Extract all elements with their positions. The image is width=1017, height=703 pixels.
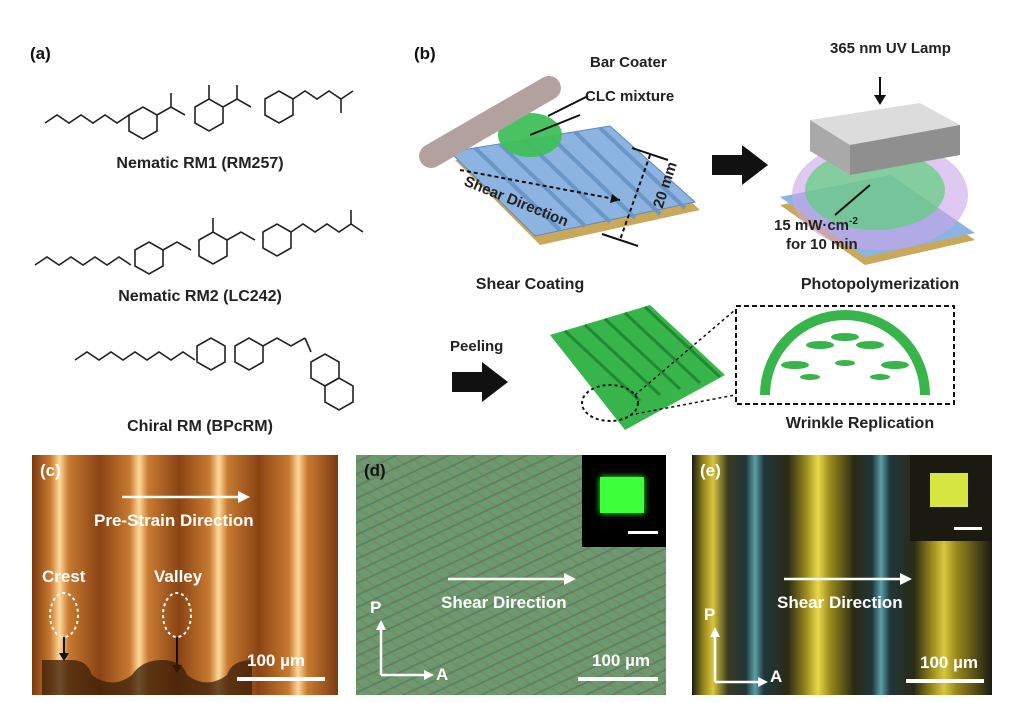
shear-coating-caption: Shear Coating	[475, 276, 585, 293]
peeling-arrow-icon	[452, 362, 508, 402]
intensity-label: 15 mW·cm-2	[774, 216, 858, 234]
wrinkle-zoom-inset	[735, 305, 955, 405]
panel-d-micrograph: (d) Shear Direction P A 100 µm	[356, 455, 666, 695]
pre-strain-arrow-icon	[122, 491, 250, 503]
crest-label: Crest	[42, 567, 86, 586]
panel-e-axis-p: P	[704, 605, 716, 624]
process-arrow-icon	[712, 145, 768, 185]
panel-a-label: (a)	[30, 44, 51, 63]
lc242-structure	[34, 210, 364, 275]
panel-e-polarizer-axes-icon	[710, 627, 768, 687]
panel-d-scale-bar	[578, 677, 658, 681]
rm257-structure	[44, 85, 354, 140]
valley-label: Valley	[154, 567, 203, 586]
pre-strain-direction-label: Pre-Strain Direction	[94, 511, 254, 530]
profile-overlay	[42, 592, 252, 695]
panel-e-axis-a: A	[770, 667, 783, 686]
panel-d-inset-scale-bar	[628, 531, 658, 534]
panel-e-shear-arrow-icon	[784, 573, 912, 585]
wrinkled-film-illustration	[550, 305, 736, 430]
panel-c-label: (c)	[40, 461, 61, 480]
panel-d-scale-label: 100 µm	[592, 651, 650, 670]
panel-b-label: (b)	[414, 44, 436, 63]
panel-d-sample-inset	[582, 455, 666, 547]
panel-e-inset-scale-bar	[954, 527, 982, 530]
panel-e-scale-bar	[906, 679, 984, 683]
intensity-value: 15 mW·cm	[774, 217, 850, 234]
panel-d-label: (d)	[364, 461, 386, 480]
panel-e-shear-direction-label: Shear Direction	[777, 593, 903, 612]
panel-c-micrograph: (c) Pre-Strain Direction Crest Valley 10…	[32, 455, 338, 695]
uv-lamp-label: 365 nm UV Lamp	[830, 40, 951, 57]
bar-coater-label: Bar Coater	[590, 54, 667, 71]
panel-d-sample-square	[600, 477, 644, 513]
panel-e-label: (e)	[700, 461, 721, 480]
panel-e-micrograph: (e) Shear Direction P A 100 µm	[692, 455, 992, 695]
bpcrm-structure	[74, 337, 354, 411]
lc242-name: Nematic RM2 (LC242)	[118, 288, 282, 305]
duration-label: for 10 min	[786, 236, 858, 253]
panel-d-polarizer-axes-icon	[376, 620, 434, 680]
clc-mixture-label: CLC mixture	[585, 88, 675, 105]
intensity-exponent: -2	[849, 216, 858, 227]
wrinkle-replication-caption: Wrinkle Replication	[785, 415, 935, 432]
bpcrm-name: Chiral RM (BPcRM)	[127, 418, 273, 435]
panel-d-axis-p: P	[370, 598, 382, 617]
panel-d-axis-a: A	[436, 665, 449, 684]
panel-e-sample-inset	[910, 455, 992, 541]
panel-d-shear-arrow-icon	[448, 573, 576, 585]
shear-coating-illustration	[419, 76, 700, 247]
panel-e-scale-label: 100 µm	[920, 653, 978, 672]
photopolymerization-caption: Photopolymerization	[800, 276, 960, 293]
peeling-label: Peeling	[450, 338, 504, 355]
rm257-name: Nematic RM1 (RM257)	[116, 155, 284, 172]
panel-e-sample-square	[930, 473, 968, 507]
uv-lamp-illustration	[780, 77, 975, 265]
panel-d-shear-direction-label: Shear Direction	[441, 593, 567, 612]
panel-c-scale-label: 100 µm	[247, 651, 305, 670]
panel-c-scale-bar	[237, 677, 325, 681]
